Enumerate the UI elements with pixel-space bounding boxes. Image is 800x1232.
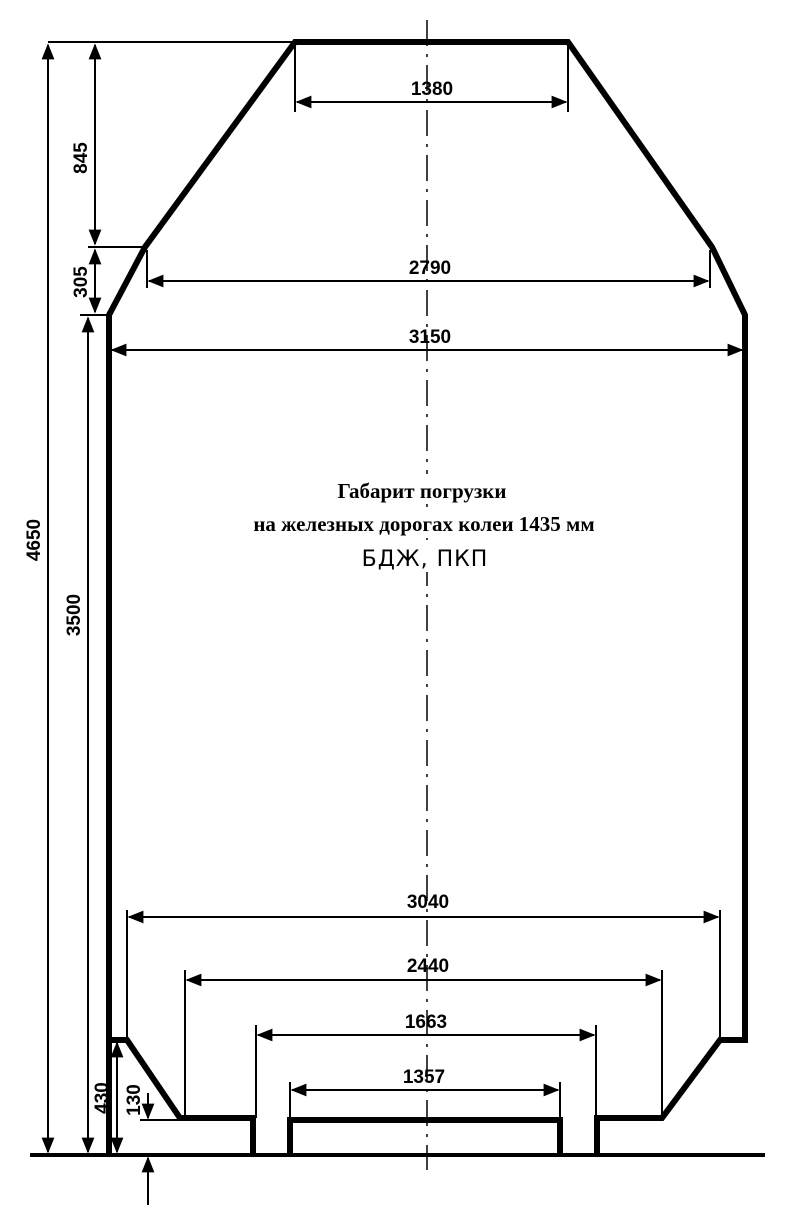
dim-2790: 2790 (409, 258, 451, 279)
dim-1663: 1663 (405, 1012, 447, 1033)
dim-1380: 1380 (411, 79, 453, 100)
gauge-title-line1: Габарит погрузки (337, 479, 506, 503)
dim-845: 845 (71, 142, 92, 174)
dim-3040: 3040 (407, 892, 449, 913)
dim-2440: 2440 (407, 956, 449, 977)
dim-1357: 1357 (403, 1067, 445, 1088)
dim-3150: 3150 (409, 327, 451, 348)
dim-3500: 3500 (64, 594, 85, 636)
dim-4650: 4650 (24, 519, 45, 561)
dim-305: 305 (71, 266, 92, 298)
gauge-title-line3: БДЖ, ПКП (362, 547, 489, 572)
gauge-title-line2: на железных дорогах колеи 1435 мм (253, 512, 594, 536)
rail-block (287, 1117, 563, 1155)
dim-130: 130 (124, 1084, 145, 1116)
vertical-dimensions (41, 41, 295, 1205)
dim-430: 430 (92, 1082, 113, 1114)
horizontal-dimensions (110, 45, 744, 1118)
